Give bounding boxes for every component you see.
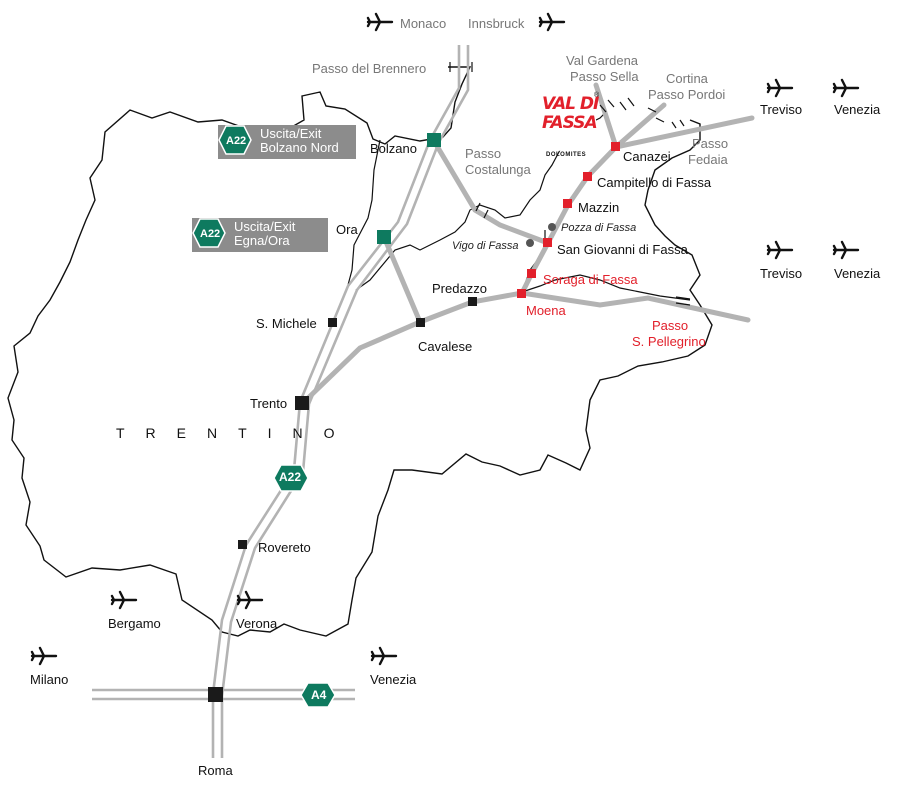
bolzano-exit-node [427, 133, 441, 147]
label-soraga: Soraga di Fassa [543, 272, 638, 287]
moena-marker [517, 289, 526, 298]
label-treviso-1: Treviso [760, 102, 803, 117]
airplane-icon [832, 240, 860, 260]
label-vigo: Vigo di Fassa [452, 240, 519, 252]
a4-shield-label: A4 [311, 688, 327, 702]
airplane-icon [370, 646, 398, 666]
label-passo-pordoi: Passo Pordoi [648, 87, 726, 102]
a22-shield [273, 464, 309, 492]
label-predazzo: Predazzo [432, 281, 487, 296]
label-venezia-1: Venezia [834, 102, 881, 117]
label-moena: Moena [526, 303, 566, 318]
val-di-fassa-logo: VAL DI FASSA ® [540, 92, 600, 152]
fassa-border [521, 230, 691, 301]
label-pellegrino-2: S. Pellegrino [632, 334, 706, 349]
region-label-trentino: TRENTINO [116, 425, 356, 441]
label-pellegrino-1: Passo [652, 318, 689, 333]
canazei-marker [611, 142, 620, 151]
logo-line1: VAL DI [542, 94, 599, 114]
label-s-michele: S. Michele [256, 316, 317, 331]
exit-line1: Uscita/Exit [234, 219, 296, 234]
label-trento: Trento [250, 396, 288, 411]
airplane-icon [766, 240, 794, 260]
exit-line1: Uscita/Exit [260, 126, 322, 141]
airplane-icon [538, 12, 566, 32]
exit-bolzano-nord: A22 Uscita/Exit Bolzano Nord [218, 125, 356, 159]
label-innsbruck: Innsbruck [468, 16, 525, 31]
a22-shield-label: A22 [279, 470, 302, 484]
label-venezia-3: Venezia [370, 672, 417, 687]
airplane-icon [110, 590, 138, 610]
pozza-dot [548, 223, 556, 231]
trento-marker [295, 396, 309, 410]
label-passo-sella: Passo Sella [570, 69, 639, 84]
ora-exit-node [377, 230, 391, 244]
label-campitello: Campitello di Fassa [597, 175, 712, 190]
regional-border [7, 66, 713, 637]
label-bolzano: Bolzano [370, 141, 417, 156]
label-fedaia-2: Fedaia [688, 152, 728, 167]
roma-junction-marker [208, 687, 223, 702]
exit-line2: Bolzano Nord [260, 140, 339, 155]
campitello-marker [583, 172, 592, 181]
logo-line2: FASSA [542, 113, 598, 133]
a22-exit-shield-icon [218, 125, 252, 155]
airplane-icon [832, 78, 860, 98]
label-canazei: Canazei [623, 149, 671, 164]
label-monaco: Monaco [400, 16, 447, 31]
label-venezia-2: Venezia [834, 266, 881, 281]
label-cortina: Cortina [666, 71, 708, 86]
label-verona: Verona [236, 616, 278, 631]
a4-shield [300, 682, 336, 708]
san-giovanni-marker [543, 238, 552, 247]
rovereto-marker [238, 540, 247, 549]
vigo-dot [526, 239, 534, 247]
label-brennero: Passo del Brennero [312, 61, 427, 76]
airplane-icon [236, 590, 264, 610]
s-michele-marker [328, 318, 337, 327]
label-treviso-2: Treviso [760, 266, 803, 281]
label-milano: Milano [30, 672, 69, 687]
exit-shield-text: A22 [226, 135, 247, 147]
label-cavalese: Cavalese [418, 339, 473, 354]
logo-subtitle: DOLOMITES [546, 152, 587, 158]
soraga-marker [527, 269, 536, 278]
exit-egna-ora: A22 Uscita/Exit Egna/Ora [192, 218, 328, 252]
label-costalunga-1: Passo [465, 146, 502, 161]
val-di-fassa-logo-graphic [541, 90, 597, 152]
logo-registered: ® [594, 92, 600, 99]
airplane-icon [30, 646, 58, 666]
exit-shield-text: A22 [200, 228, 221, 240]
label-bergamo: Bergamo [108, 616, 161, 631]
pass-marks [449, 62, 691, 306]
a22-exit-shield-icon [192, 218, 226, 248]
exit-line2: Egna/Ora [234, 233, 290, 248]
airplane-icon [366, 12, 394, 32]
label-ora: Ora [336, 222, 358, 237]
label-rovereto: Rovereto [258, 540, 311, 555]
provincial-border-2 [347, 139, 381, 286]
mazzin-marker [563, 199, 572, 208]
label-costalunga-2: Costalunga [465, 162, 531, 177]
label-roma: Roma [198, 763, 233, 778]
label-pozza: Pozza di Fassa [561, 222, 637, 234]
airplane-icon [766, 78, 794, 98]
cavalese-marker [416, 318, 425, 327]
predazzo-marker [468, 297, 477, 306]
label-fedaia-1: Passo [692, 136, 729, 151]
label-mazzin: Mazzin [578, 200, 620, 215]
label-val-gardena: Val Gardena [566, 53, 639, 68]
label-san-giovanni: San Giovanni di Fassa [557, 242, 688, 257]
